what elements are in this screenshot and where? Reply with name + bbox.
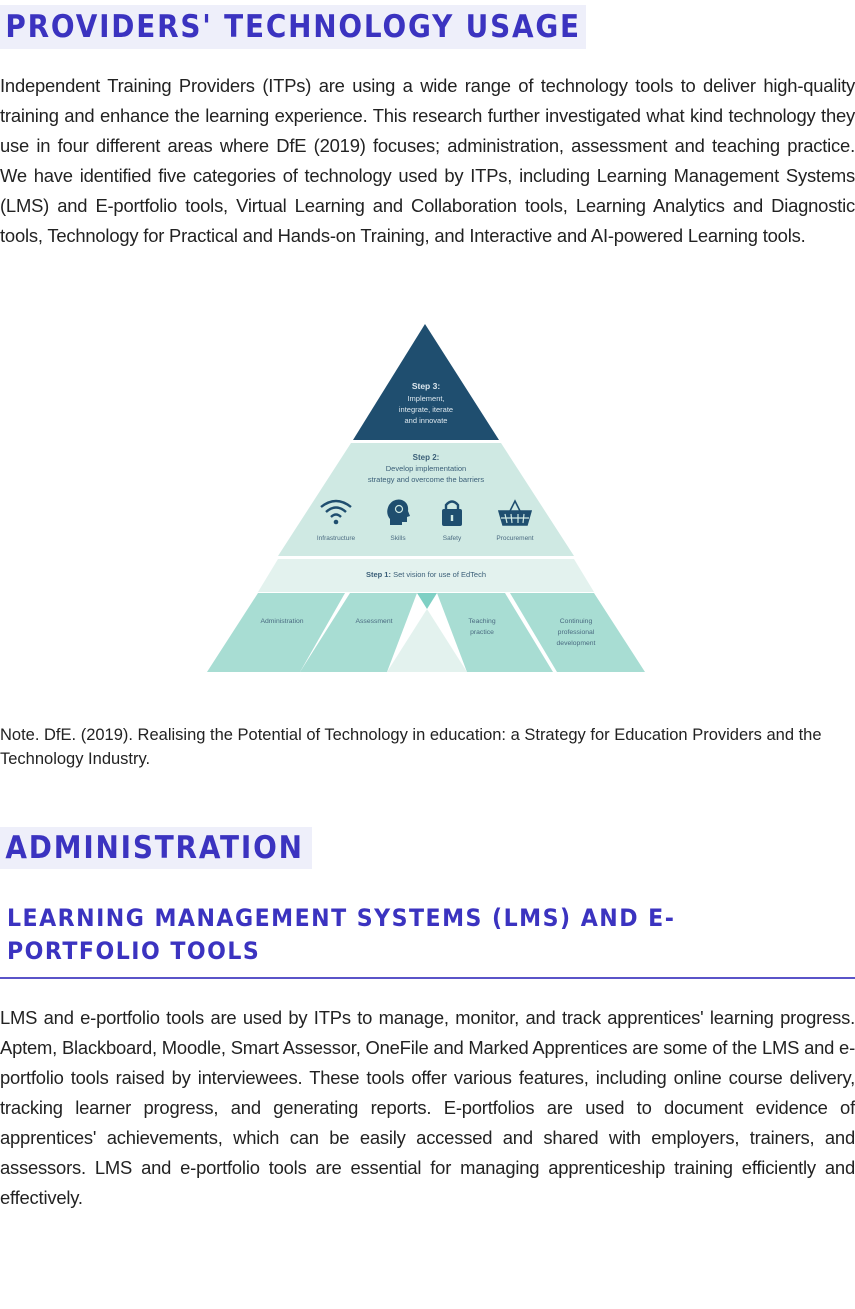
- area-label-teaching-1: Teaching: [468, 618, 495, 625]
- edtech-strategy-pyramid-figure: Step 3: Implement, integrate, iterate an…: [205, 320, 650, 680]
- area-label-teaching-2: practice: [470, 629, 494, 636]
- figure-note: Note. DfE. (2019). Realising the Potenti…: [0, 726, 822, 768]
- section-heading-providers-technology-usage: PROVIDERS' TECHNOLOGY USAGE: [5, 9, 581, 45]
- head-gears-icon: [387, 499, 410, 525]
- intro-paragraph: Independent Training Providers (ITPs) ar…: [0, 75, 855, 246]
- section-heading-band: ADMINISTRATION: [0, 827, 312, 869]
- area-teaching-practice: [437, 593, 553, 672]
- step3-title: Step 3:: [412, 381, 441, 391]
- step3-line-2: integrate, iterate: [399, 405, 453, 414]
- section-heading-administration: ADMINISTRATION: [5, 830, 304, 866]
- basket-icon: [497, 499, 533, 526]
- step1-label: Step 1: Set vision for use of EdTech: [366, 570, 486, 579]
- area-assessment: [300, 593, 417, 672]
- step3-line-1: Implement,: [407, 394, 444, 403]
- barrier-label-skills: Skills: [390, 535, 406, 542]
- step2-line-1: Develop implementation: [386, 464, 466, 473]
- area-center-accent: [417, 593, 437, 609]
- area-label-administration: Administration: [260, 618, 303, 625]
- area-cpd: [510, 593, 645, 672]
- section-heading-band: PROVIDERS' TECHNOLOGY USAGE: [0, 5, 586, 49]
- area-label-assessment: Assessment: [355, 618, 392, 625]
- area-center-gap: [387, 609, 467, 672]
- subheading-lms-eportfolio: LEARNING MANAGEMENT SYSTEMS (LMS) AND E-…: [7, 904, 676, 965]
- step2-line-2: strategy and overcome the barriers: [368, 475, 485, 484]
- padlock-icon: [442, 500, 462, 526]
- barrier-label-infrastructure: Infrastructure: [317, 535, 356, 542]
- area-label-cpd-3: development: [557, 640, 596, 647]
- barrier-label-procurement: Procurement: [496, 535, 533, 542]
- area-administration: [207, 593, 345, 672]
- barrier-label-safety: Safety: [443, 535, 462, 542]
- step2-band: [278, 443, 574, 556]
- step2-title: Step 2:: [413, 453, 440, 462]
- step1-band: [258, 559, 594, 592]
- wifi-icon: [320, 499, 352, 525]
- step3-line-3: and innovate: [405, 416, 448, 425]
- step3-triangle: [353, 324, 499, 440]
- lms-paragraph: LMS and e-portfolio tools are used by IT…: [0, 1007, 855, 1208]
- area-label-cpd-2: professional: [558, 629, 595, 636]
- area-label-cpd-1: Continuing: [560, 618, 593, 625]
- subheading-divider: [0, 977, 855, 979]
